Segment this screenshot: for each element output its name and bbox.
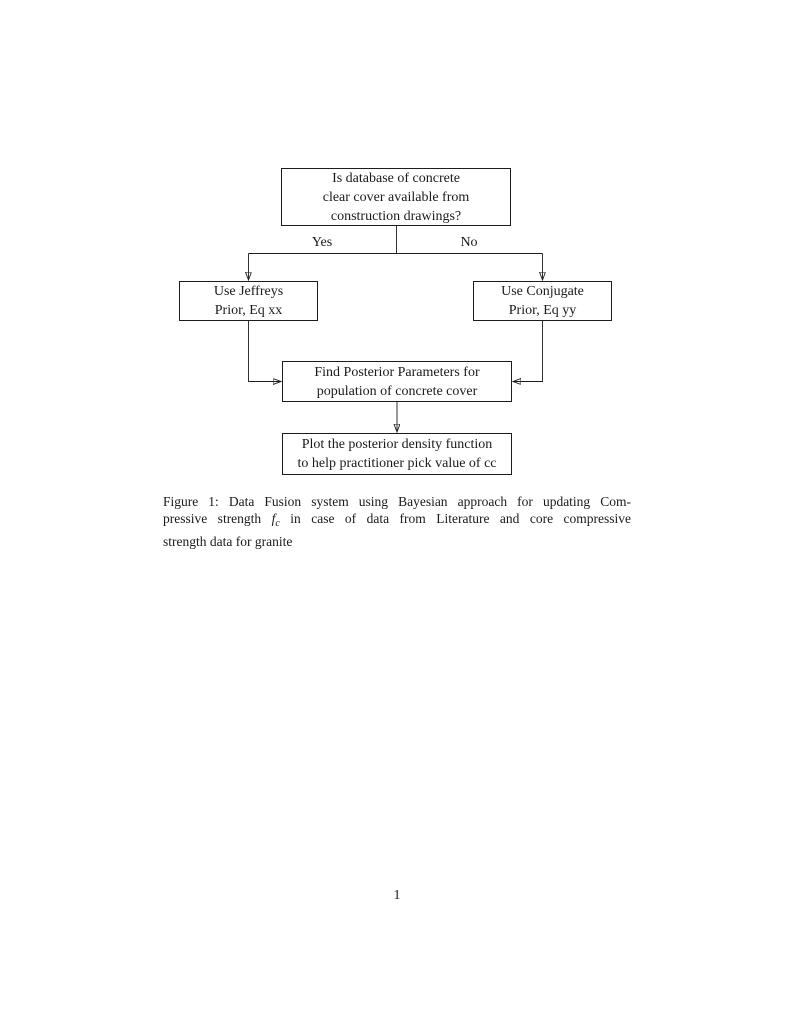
box-text-line: Prior, Eq yy xyxy=(508,303,577,318)
flowchart-box-jeffreys-prior: Use Jeffreys Prior, Eq xx xyxy=(179,281,318,321)
math-fc-symbol: f xyxy=(271,511,276,527)
figure-caption: Figure 1: Data Fusion system using Bayes… xyxy=(163,493,631,550)
box-text-line: clear cover available from xyxy=(322,189,470,205)
box-text-line: Find Posterior Parameters for xyxy=(314,364,480,380)
math-fc-subscript: c xyxy=(275,518,280,530)
connector-conjugate-to-posterior xyxy=(514,321,543,382)
flowchart-box-question: Is database of concrete clear cover avai… xyxy=(281,168,511,226)
box-text-line: Use Jeffreys xyxy=(213,284,284,299)
caption-line: strength data for granite xyxy=(163,533,293,549)
box-text-line: construction drawings? xyxy=(330,208,462,224)
box-text-line: Use Conjugate xyxy=(501,284,584,299)
caption-text-segment: in case of data from Literature and core… xyxy=(279,511,632,527)
box-text-line: Plot the posterior density function xyxy=(301,437,493,452)
caption-text-segment: pressive strength xyxy=(163,511,272,527)
box-text-line: Is database of concrete xyxy=(332,170,460,186)
page-number: 1 xyxy=(393,887,401,902)
flowchart-box-posterior-parameters: Find Posterior Parameters for population… xyxy=(282,361,512,402)
flowchart-box-plot-density: Plot the posterior density function to h… xyxy=(282,433,512,475)
caption-line: Figure 1: Data Fusion system using Bayes… xyxy=(163,494,631,509)
box-text-line: to help practitioner pick value of cc xyxy=(297,456,497,471)
edge-label-no: No xyxy=(460,235,478,250)
flowchart-box-conjugate-prior: Use Conjugate Prior, Eq yy xyxy=(473,281,612,321)
edge-label-yes: Yes xyxy=(311,235,333,250)
box-text-line: Prior, Eq xx xyxy=(214,303,283,318)
box-text-line: population of concrete cover xyxy=(316,383,478,399)
caption-line: pressive strength fc in case of data fro… xyxy=(163,510,631,532)
connector-jeffreys-to-posterior xyxy=(248,321,281,382)
